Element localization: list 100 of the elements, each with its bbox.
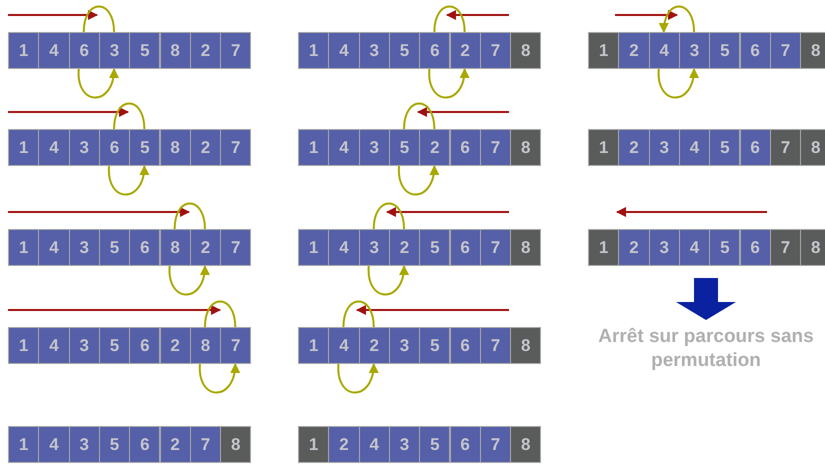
array-cell: 2 [419,129,450,166]
array-cell: 3 [358,229,390,266]
array-cell: 6 [740,129,771,166]
array-cell: 8 [190,327,222,364]
array-cell: 5 [388,32,420,69]
array-cell: 1 [298,426,330,463]
array-cell: 7 [480,32,512,69]
stop-note: Arrêt sur parcours sans permutation [597,325,815,373]
array-cell: 7 [770,229,802,266]
array-cell: 6 [129,426,160,463]
array-cell: 5 [709,32,740,69]
array-cell: 4 [38,229,70,266]
array-cell: 8 [160,229,191,266]
array-cell: 4 [38,426,70,463]
array-cell: 6 [450,229,481,266]
array-cell: 2 [618,129,650,166]
array-cell: 2 [388,229,420,266]
array-cell: 3 [68,229,100,266]
swap-arrow [198,363,240,394]
array-cell: 8 [510,129,542,166]
array-cell: 1 [588,229,620,266]
array-cell: 1 [8,129,40,166]
array-cell: 5 [388,129,420,166]
swap-arrow [78,68,118,98]
array-cell: 1 [298,32,330,69]
array-cell: 1 [298,327,330,364]
array-cell: 6 [450,327,481,364]
array-cell: 5 [129,32,160,69]
array-cell: 7 [220,229,252,266]
array-cell: 2 [618,32,650,69]
array-cell: 4 [328,32,360,69]
array-cell: 7 [480,426,512,463]
array-cell: 5 [98,229,130,266]
array-cell: 6 [450,426,481,463]
swap-arrow [398,165,439,196]
array-cell: 8 [160,129,191,166]
array-cell: 3 [388,327,420,364]
array-cell: 3 [358,32,390,69]
array-cell: 3 [388,426,420,463]
array-cell: 7 [220,32,252,69]
array-cell: 4 [38,327,70,364]
array-cell: 5 [98,327,130,364]
array-cell: 2 [618,229,650,266]
array-cell: 5 [709,129,740,166]
array-cell: 1 [298,129,330,166]
array-cell: 4 [358,426,390,463]
swap-arrow [428,68,469,98]
array-cell: 8 [510,229,542,266]
array-cell: 8 [800,129,825,166]
array-cell: 6 [450,129,481,166]
array-cell: 3 [98,32,130,69]
array-cell: 1 [588,129,620,166]
array-cell: 3 [68,129,100,166]
array-cell: 3 [648,129,680,166]
array-cell: 4 [678,129,710,166]
swap-arrow [168,265,210,296]
array-cell: 1 [298,229,330,266]
array-cell: 1 [8,229,40,266]
array-cell: 1 [8,426,40,463]
array-cell: 2 [328,426,360,463]
array-cell: 3 [68,327,100,364]
array-cell: 5 [98,426,130,463]
array-cell: 3 [648,229,680,266]
array-cell: 4 [38,32,70,69]
array-cell: 2 [358,327,390,364]
array-cell: 1 [588,32,620,69]
array-cell: 2 [190,229,222,266]
array-cell: 2 [190,129,222,166]
array-cell: 4 [678,229,710,266]
array-cell: 3 [68,426,100,463]
array-cell: 1 [8,32,40,69]
array-cell: 8 [220,426,252,463]
array-cell: 7 [770,32,802,69]
array-cell: 4 [328,327,360,364]
array-cell: 2 [450,32,481,69]
array-cell: 7 [220,327,252,364]
array-cell: 6 [740,229,771,266]
array-cell: 5 [419,229,450,266]
array-cell: 2 [160,426,191,463]
array-cell: 1 [8,327,40,364]
array-cell: 2 [160,327,191,364]
swap-arrow [108,165,149,196]
array-cell: 8 [510,327,542,364]
array-cell: 6 [129,229,160,266]
array-cell: 7 [220,129,252,166]
array-cell: 7 [190,426,222,463]
array-cell: 7 [480,327,512,364]
array-cell: 2 [190,32,222,69]
array-cell: 7 [480,229,512,266]
array-cell: 4 [328,229,360,266]
array-cell: 8 [510,32,542,69]
array-cell: 7 [480,129,512,166]
array-cell: 6 [129,327,160,364]
array-cell: 3 [358,129,390,166]
array-cell: 3 [678,32,710,69]
array-cell: 4 [38,129,70,166]
swap-arrow [659,6,696,33]
swap-arrow [337,363,378,394]
array-cell: 4 [648,32,680,69]
array-cell: 6 [740,32,771,69]
